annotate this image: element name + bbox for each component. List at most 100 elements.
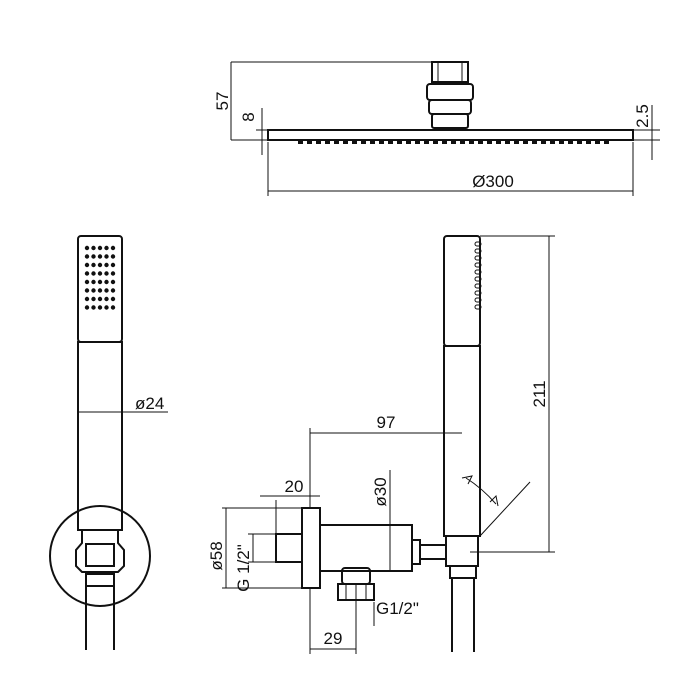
hose-nut-side <box>449 565 477 579</box>
spray-hole <box>84 305 90 310</box>
wall-flange <box>49 505 151 607</box>
nozzle <box>415 140 420 144</box>
nozzle <box>541 140 546 144</box>
spray-hole <box>91 262 96 268</box>
spray-hole <box>97 245 103 251</box>
nozzle <box>496 140 501 144</box>
side-nozzle <box>474 276 482 282</box>
shower-plate <box>267 129 634 141</box>
nozzle <box>397 140 402 144</box>
holder-pin <box>419 544 447 560</box>
nozzle <box>316 140 321 144</box>
nozzle <box>469 140 474 144</box>
dim-flange-depth: 20 <box>285 477 304 496</box>
dim-outlet-offset: 29 <box>324 629 343 648</box>
side-nozzle <box>474 283 482 289</box>
spray-hole <box>84 296 90 302</box>
spray-hole <box>97 305 103 310</box>
spray-hole <box>104 254 109 259</box>
dim-flange-diameter: ø58 <box>207 541 226 570</box>
spray-hole <box>91 254 96 259</box>
spray-hole <box>110 296 116 302</box>
spray-hole <box>104 262 109 268</box>
nozzle <box>604 140 609 144</box>
spray-hole <box>97 296 103 302</box>
nozzle <box>523 140 528 144</box>
nozzle <box>433 140 438 144</box>
side-nozzle <box>474 290 482 296</box>
side-nozzle <box>474 241 482 247</box>
nozzle <box>451 140 456 144</box>
spray-hole <box>97 262 103 268</box>
rotation-arrow <box>465 477 497 505</box>
spray-hole <box>110 245 116 251</box>
hose-nut <box>85 573 115 587</box>
side-nozzle <box>474 304 482 310</box>
nozzle <box>559 140 564 144</box>
holder-bracket <box>75 529 125 573</box>
spray-hole <box>104 245 109 251</box>
nozzle <box>307 140 312 144</box>
handset-handle-side <box>443 345 481 537</box>
ball-joint-base <box>431 113 469 129</box>
spray-hole <box>91 305 96 310</box>
dim-outlet-thread: G1/2" <box>376 599 419 618</box>
nozzle <box>352 140 357 144</box>
spray-hole <box>84 254 90 259</box>
shower-head-side-view: 57 8 2.5 Ø300 <box>213 61 660 196</box>
spray-hole <box>110 271 116 276</box>
nozzle <box>406 140 411 144</box>
spray-hole <box>84 288 90 293</box>
dim-arm-height: 8 <box>239 112 258 121</box>
spray-hole <box>104 296 109 302</box>
nozzle <box>586 140 591 144</box>
holder-inner <box>85 543 115 567</box>
nozzle <box>487 140 492 144</box>
arm-connector <box>431 61 469 83</box>
nozzle <box>460 140 465 144</box>
spray-hole <box>110 305 116 310</box>
nozzle <box>361 140 366 144</box>
spray-hole <box>110 254 116 259</box>
spray-hole <box>84 271 90 276</box>
side-nozzle <box>474 297 482 303</box>
spray-hole <box>110 279 116 285</box>
spray-hole <box>91 245 96 251</box>
nozzle <box>298 140 303 144</box>
spray-hole <box>97 254 103 259</box>
spray-hole <box>110 288 116 293</box>
spray-hole <box>84 279 90 285</box>
side-nozzle <box>474 255 482 261</box>
dim-handset-diameter: ø24 <box>135 394 164 413</box>
spray-hole <box>97 288 103 293</box>
nozzle <box>532 140 537 144</box>
nozzle <box>550 140 555 144</box>
dim-body-diameter: ø30 <box>371 477 390 506</box>
spray-hole <box>110 262 116 268</box>
spray-hole <box>91 296 96 302</box>
dim-head-height: 57 <box>213 92 232 111</box>
dim-inlet-thread: G 1/2" <box>234 544 253 592</box>
handset-head-side <box>443 235 481 347</box>
nozzle <box>370 140 375 144</box>
spray-hole <box>97 271 103 276</box>
spray-hole <box>104 271 109 276</box>
nozzle <box>478 140 483 144</box>
spray-hole <box>91 271 96 276</box>
nozzle <box>343 140 348 144</box>
ball-joint-upper <box>426 83 474 101</box>
nozzle <box>514 140 519 144</box>
nozzle <box>577 140 582 144</box>
inlet-thread <box>275 533 303 563</box>
nozzle <box>424 140 429 144</box>
hand-shower-front-view: ø24 <box>49 235 168 650</box>
spray-hole <box>84 262 90 268</box>
dim-plate-thickness: 2.5 <box>633 104 652 128</box>
side-nozzle <box>474 269 482 275</box>
nozzle <box>388 140 393 144</box>
wall-outlet-side-view: 97 211 20 ø30 ø58 G 1/2" G1/2" 29 <box>207 235 555 654</box>
nozzle <box>595 140 600 144</box>
arm-connector-inner <box>437 61 463 83</box>
spray-hole <box>104 279 109 285</box>
